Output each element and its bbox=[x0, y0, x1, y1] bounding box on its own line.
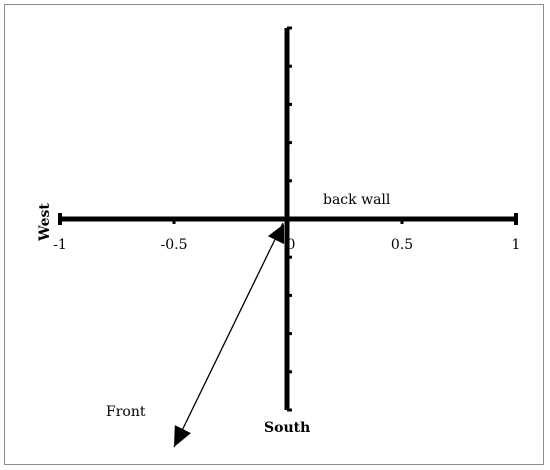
x-axis-ticks bbox=[172, 219, 404, 224]
front-arrow-line bbox=[173, 222, 284, 448]
west-label: West bbox=[37, 203, 53, 242]
x-tick-label: 0.5 bbox=[391, 237, 413, 253]
y-axis-ticks bbox=[287, 26, 292, 412]
front-label: Front bbox=[106, 404, 146, 420]
x-tick-label: 0 bbox=[287, 237, 296, 253]
x-tick-label: 1 bbox=[512, 237, 521, 253]
front-arrow-head bbox=[174, 425, 191, 447]
origin-arrow-head bbox=[267, 224, 285, 245]
x-axis-tick-labels: -1 -0.5 0 0.5 1 bbox=[53, 237, 520, 253]
south-label: South bbox=[264, 420, 310, 436]
back-wall-label: back wall bbox=[323, 192, 391, 208]
x-tick-label: -0.5 bbox=[161, 237, 188, 253]
x-tick-label: -1 bbox=[53, 237, 67, 253]
